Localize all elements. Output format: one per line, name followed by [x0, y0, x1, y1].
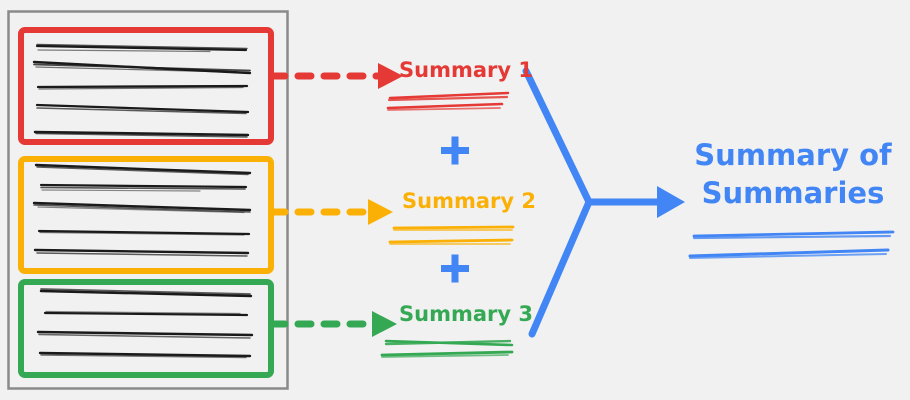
final-output-line-2: Summaries	[701, 176, 885, 210]
summary-1-label: Summary 1	[399, 58, 533, 82]
connector-orange	[268, 199, 393, 225]
summary-1-squiggle	[386, 91, 510, 111]
final-output-squiggle	[688, 230, 895, 259]
document-group-green-text-lines	[36, 288, 254, 359]
plus-icon-2	[441, 254, 469, 283]
final-output-line-1: Summary of	[694, 138, 892, 172]
merge-y-arrow	[522, 67, 664, 338]
document-group-red[interactable]	[18, 27, 274, 145]
summary-3-label: Summary 3	[399, 302, 533, 326]
document-group-green[interactable]	[18, 279, 274, 378]
document-group-red-text-lines	[32, 43, 252, 138]
document-group-red-box	[18, 27, 274, 145]
summary-2-label: Summary 2	[402, 189, 536, 213]
document-group-orange[interactable]	[18, 156, 274, 274]
document-group-green-box	[18, 279, 274, 378]
summary-3-squiggle	[380, 339, 514, 358]
connector-green	[268, 311, 397, 337]
document-group-orange-text-lines	[32, 163, 252, 257]
plus-icon-1	[441, 136, 469, 165]
connector-red	[268, 63, 403, 89]
merge-arrow-head	[657, 186, 685, 218]
final-output-title: Summary of Summaries	[690, 136, 896, 212]
summary-2-squiggle	[388, 225, 515, 245]
document-stack-frame	[7, 10, 289, 390]
